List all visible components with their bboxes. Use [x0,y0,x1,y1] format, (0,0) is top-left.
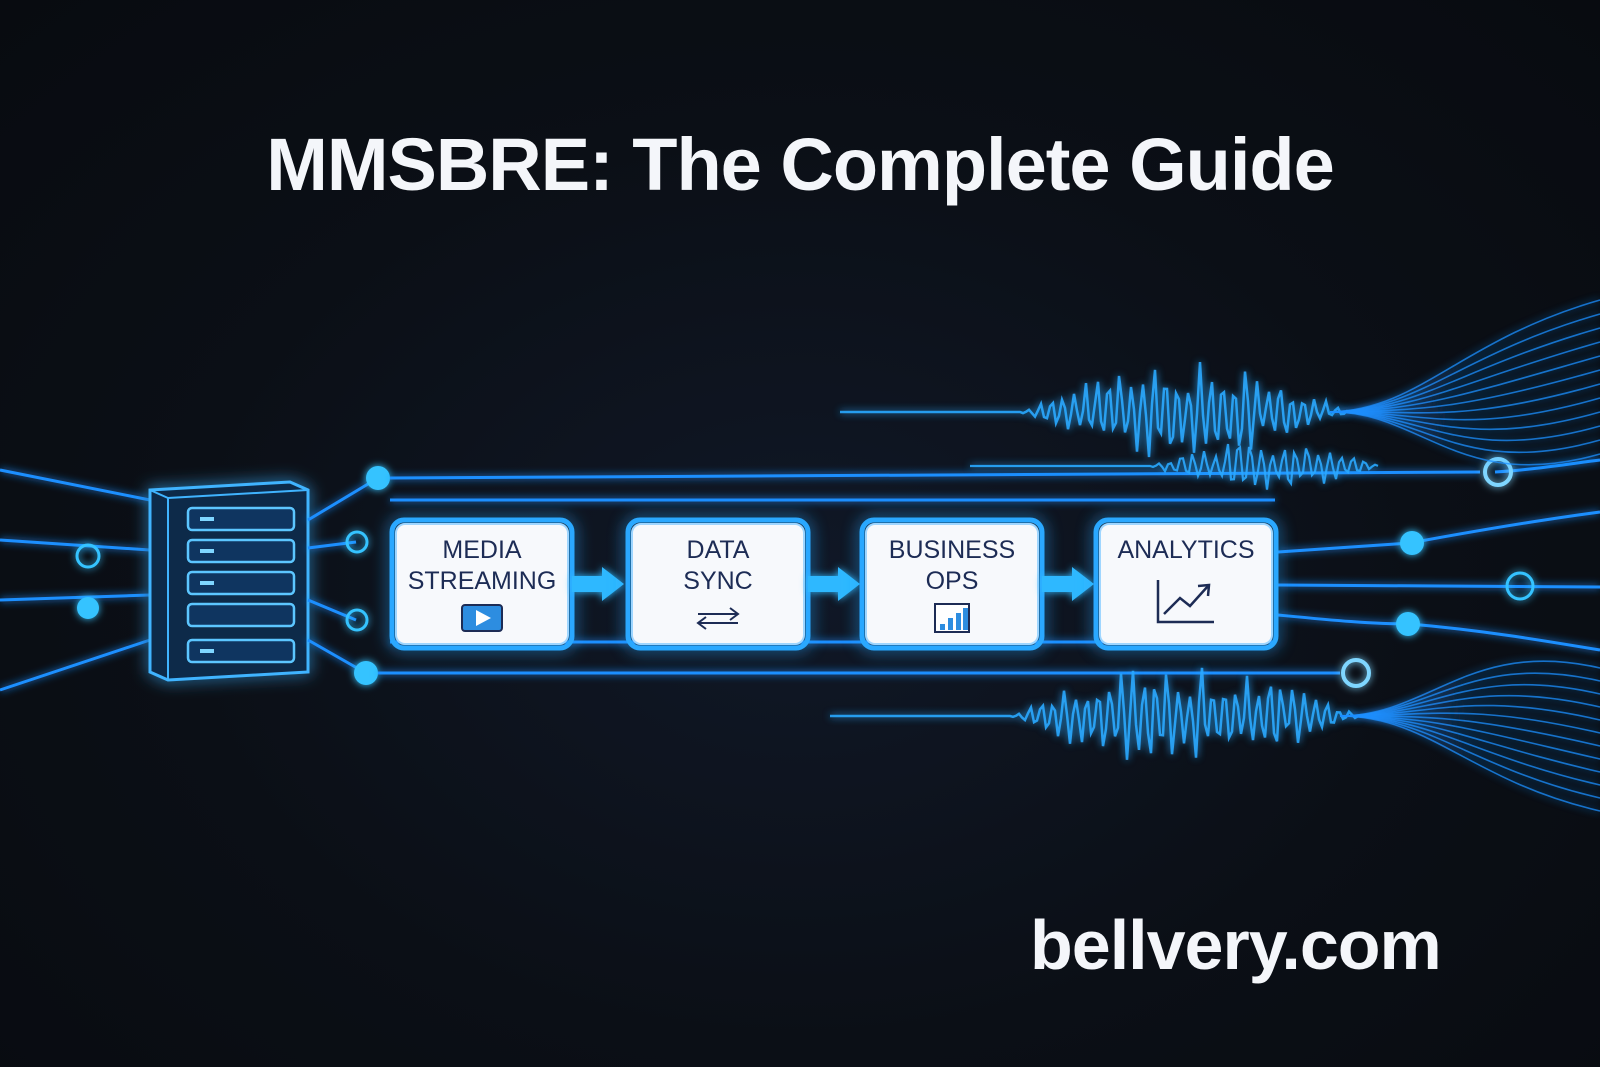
fiber-fan-lines [1329,299,1600,812]
flow-arrow-icon [808,567,860,601]
incoming-lines [0,468,151,692]
stage-label: SYNC [683,567,752,595]
stage-card: DATA SYNC [625,517,811,651]
rail-nodes [345,466,390,685]
bidirectional-arrows-icon [696,607,740,630]
page-title: MMSBRE: The Complete Guide [266,123,1335,206]
outgoing-lines [1277,458,1600,652]
play-button-icon [461,604,503,632]
stage-label: ANALYTICS [1117,536,1254,564]
server-leds [200,517,214,653]
flow-arrow-icon [1042,567,1094,601]
server-connectors [307,476,379,674]
pipeline-stages: MEDIA STREAMING DATA SYNC BUSINESS OPS ANALYTI… [389,517,1279,651]
stage-label: BUSINESS [889,536,1015,564]
stage-label: MEDIA [442,536,522,564]
stage-card: BUSINESS OPS [859,517,1045,651]
stage-label: OPS [926,567,979,595]
signal-waveforms [830,362,1379,760]
incoming-nodes [75,543,101,619]
stage-card: ANALYTICS [1093,517,1279,651]
stage-label: STREAMING [408,567,557,595]
trend-line-chart-icon [1156,580,1214,624]
hollow-node-icon [75,543,101,569]
stage-card: MEDIA STREAMING [389,517,575,651]
bar-chart-icon [934,603,970,633]
server-slots [186,506,296,664]
outgoing-nodes [1341,457,1535,688]
stage-label: DATA [687,536,750,564]
filled-node-icon [77,597,99,619]
flow-arrow-icon [572,567,624,601]
brand-domain[interactable]: bellvery.com [1030,906,1442,984]
